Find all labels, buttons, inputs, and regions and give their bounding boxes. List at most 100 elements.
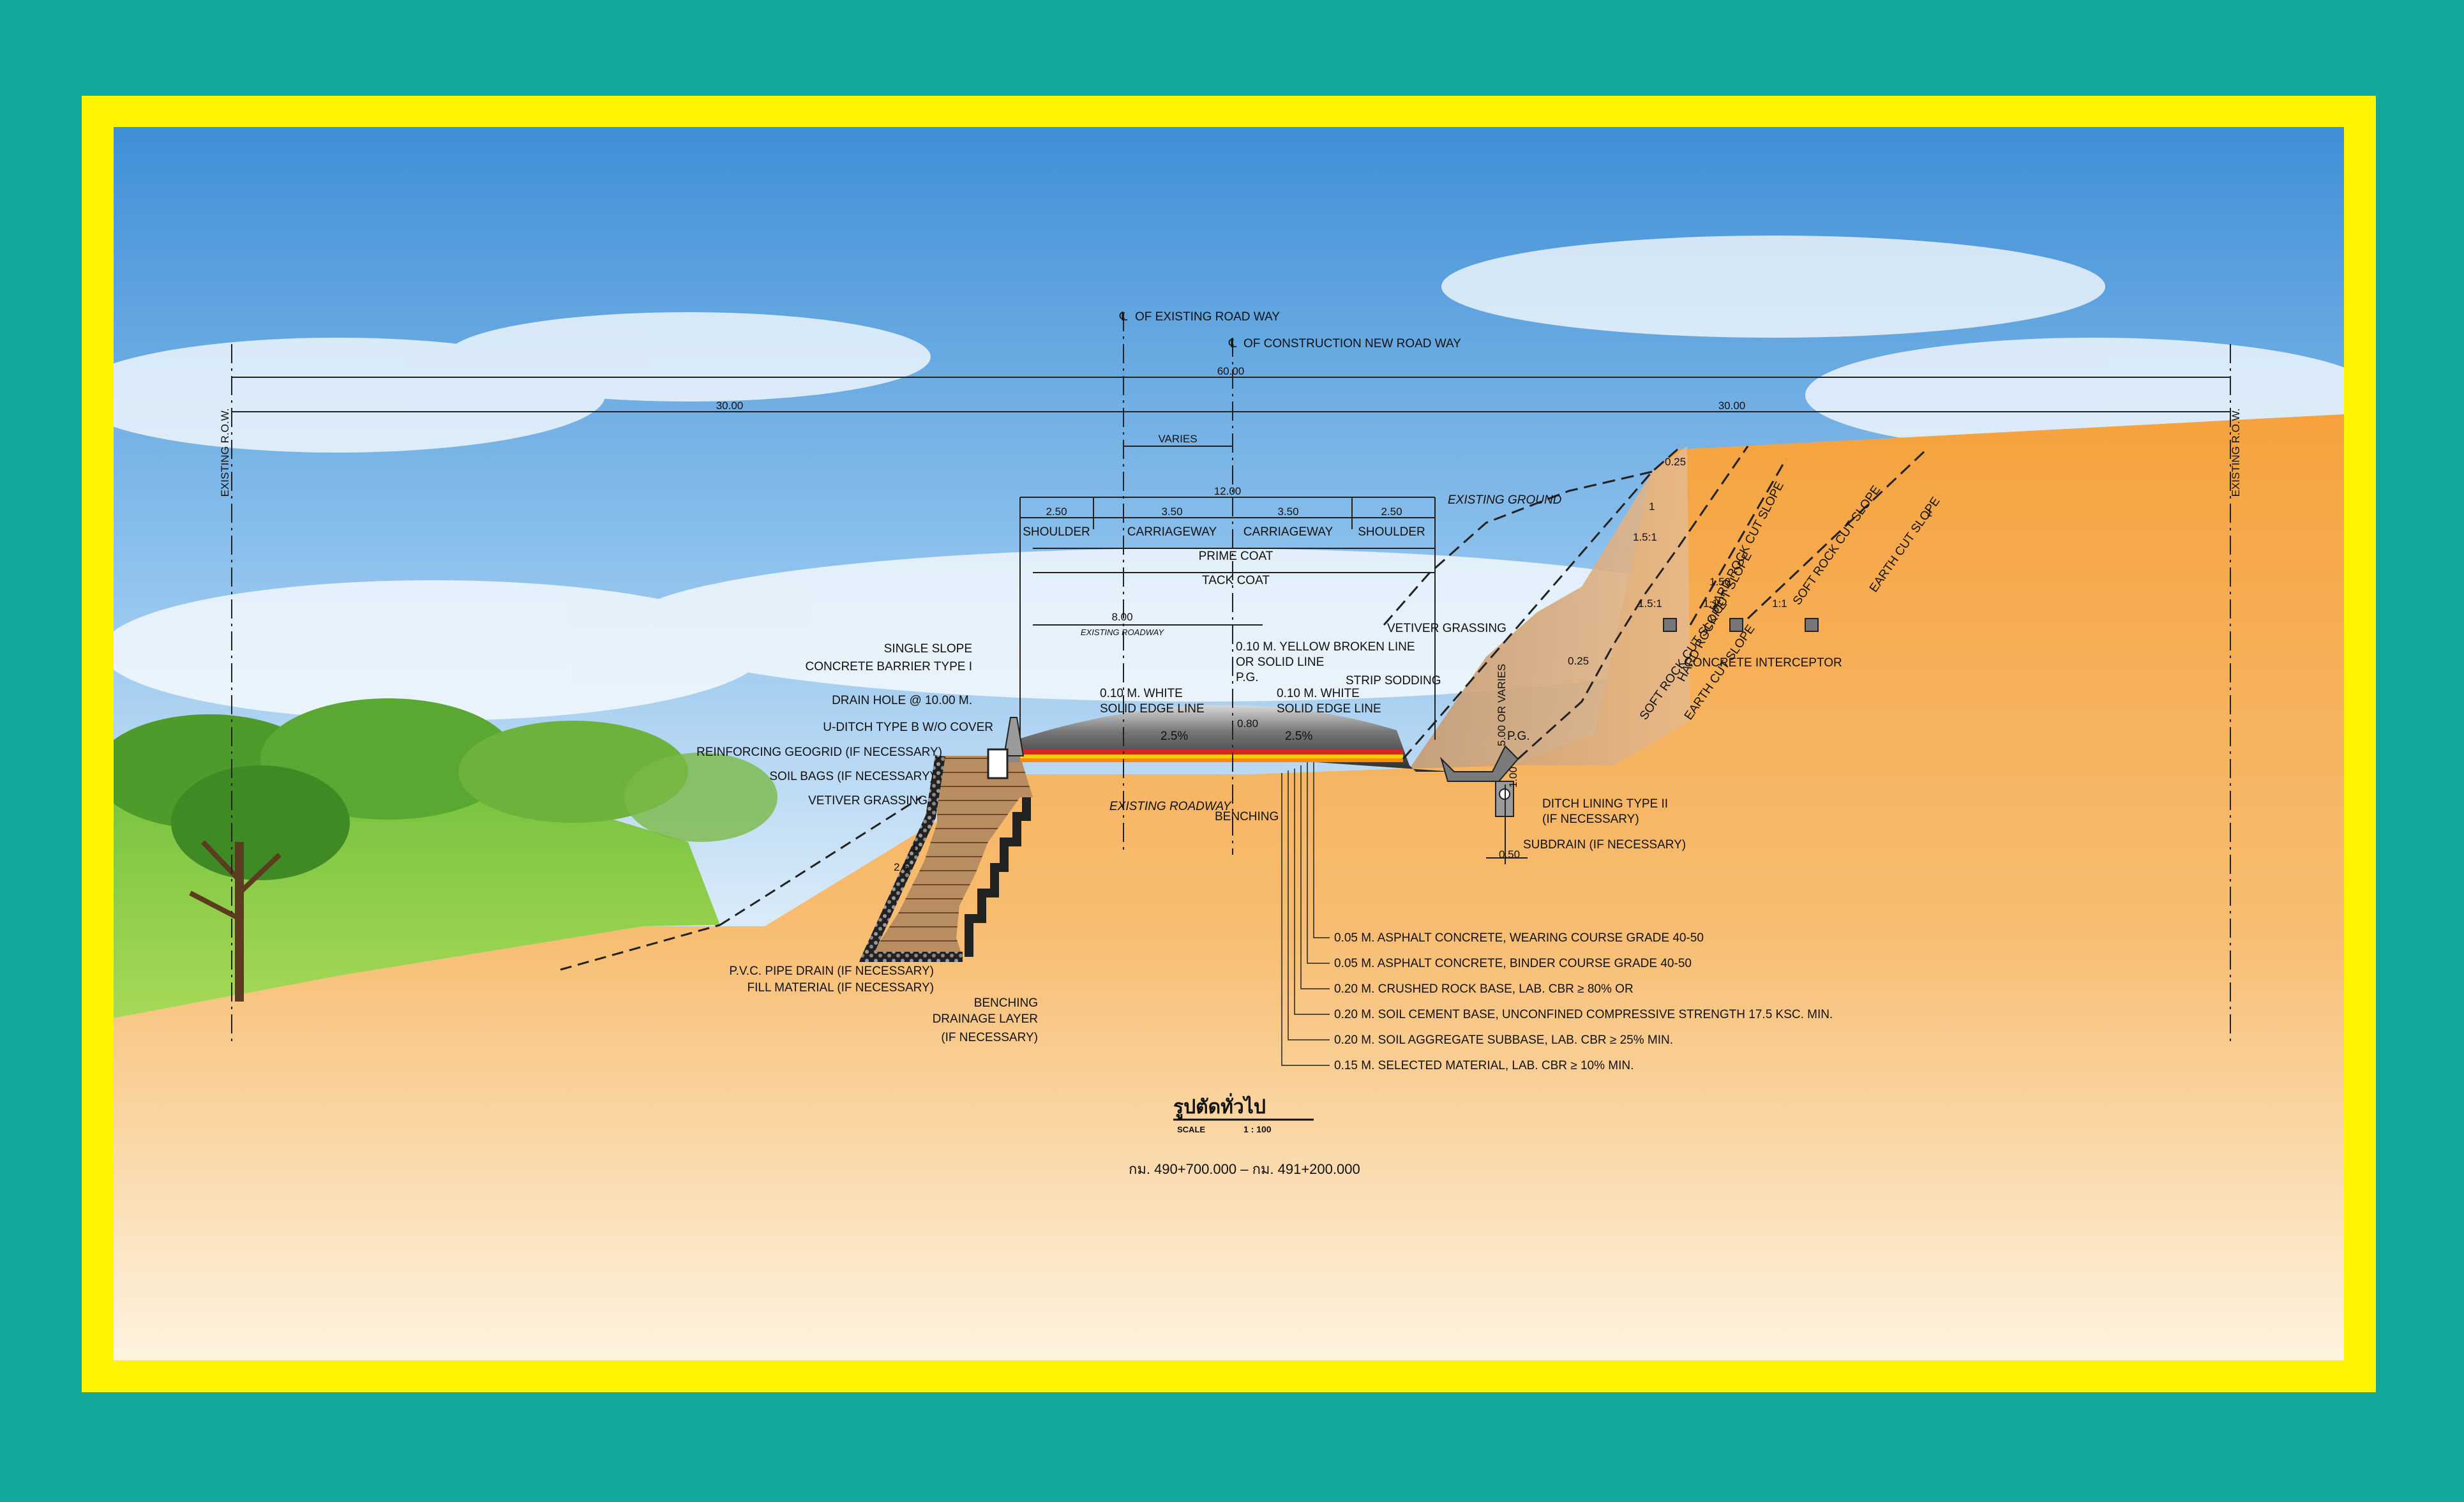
dim-total: 60.00 [1217,365,1245,377]
concrete-barrier [1003,717,1025,756]
drawing-panel: EXISTING R.O.W. EXISTING R.O.W. ℄ OF EXI… [114,127,2344,1360]
row-left-label: EXISTING R.O.W. [219,409,231,497]
section-carriageway-right: CARRIAGEWAY [1243,525,1333,539]
dim-shoulder-left: 2.50 [1046,506,1067,518]
cl-symbol-existing: ℄ [1119,310,1128,324]
label-interceptor: CONCRETE INTERCEPTOR [1684,656,1842,670]
fill-embankment [870,756,1033,957]
section-shoulder-right: SHOULDER [1358,525,1425,539]
ratio-one-a: 1 [1649,500,1655,513]
fill-ratio: 2.5 [894,861,909,873]
layer-leaders [1281,762,1330,1066]
dim-carriage-right: 3.50 [1277,506,1298,518]
rock-drain-layer [859,755,963,962]
label-pg-center: P.G. [1236,671,1259,684]
existing-ground-left [560,924,721,971]
dim-roadway-width: 12.00 [1214,485,1242,497]
layer-spec-6: 0.15 M. SELECTED MATERIAL, LAB. CBR ≥ 10… [1334,1059,1634,1072]
label-pvc: P.V.C. PIPE DRAIN (IF NECESSARY) [729,965,934,978]
dim-ditch-width: 0.50 [1499,848,1520,860]
label-barrier: CONCRETE BARRIER TYPE I [806,660,972,673]
label-strip-sodding: STRIP SODDING [1346,674,1441,687]
dim-varies: VARIES [1158,433,1197,445]
dim-shoulder-right: 2.50 [1381,506,1402,518]
label-drainage-2: (IF NECESSARY) [941,1031,1038,1044]
ground-earth [114,414,2344,1360]
wearing-course [1020,749,1403,755]
caption-station: กม. 490+700.000 – กม. 491+200.000 [1129,1161,1360,1177]
caption: รูปตัดทั่วไป SCALE 1 : 100 กม. 490+700.0… [1129,1093,1360,1177]
dimension-lines [232,377,2230,864]
dim-offset: 0.80 [1237,717,1258,730]
cl-existing-label: OF EXISTING ROAD WAY [1135,310,1280,324]
caption-scale-value: 1 : 100 [1243,1124,1272,1134]
ditch-lining [1439,745,1519,782]
label-white-left-1: 0.10 M. WHITE [1100,687,1183,700]
label-fill-material: FILL MATERIAL (IF NECESSARY) [747,981,934,995]
label-benching-center: BENCHING [1215,810,1279,823]
base-course [1020,758,1403,762]
layer-spec-3: 0.20 M. CRUSHED ROCK BASE, LAB. CBR ≥ 80… [1334,982,1634,996]
dim-top-height: 0.25 [1665,456,1686,468]
label-white-right-2: SOLID EDGE LINE [1277,702,1381,716]
dim-mid-height: 0.25 [1568,655,1589,667]
u-ditch [987,748,1009,779]
label-vetiver-left: VETIVER GRASSING [808,794,928,807]
ratio-15-2: 1.5:1 [1638,597,1662,610]
dim-berm-width: 1.50 [1709,576,1731,588]
fill-ratio-one: 1 [912,842,917,854]
layer-specs: 0.05 M. ASPHALT CONCRETE, WEARING COURSE… [1334,931,1833,1072]
dim-carriage-left: 3.50 [1161,506,1182,518]
dim-ditch-height: 1.00 [1507,767,1519,788]
label-existing-ground: EXISTING GROUND [1448,493,1562,507]
label-white-right-1: 0.10 M. WHITE [1277,687,1360,700]
interceptors [1663,618,1819,632]
fill-slope-line [719,796,922,926]
label-geogrid: REINFORCING GEOGRID (IF NECESSARY) [696,746,942,759]
row-right-label: EXISTING R.O.W. [2230,409,2242,497]
label-soil-bags: SOIL BAGS (IF NECESSARY) [769,770,934,783]
center-labels: 0.10 M. WHITE SOLID EDGE LINE 0.10 M. YE… [1100,640,1415,823]
ratio-1-1: 1:1 [1703,597,1718,610]
layer-spec-4: 0.20 M. SOIL CEMENT BASE, UNCONFINED COM… [1334,1008,1833,1021]
cl-construction-label: OF CONSTRUCTION NEW ROAD WAY [1243,337,1461,350]
dim-left-half: 30.00 [716,400,744,412]
dim-existing-roadway-width: 8.00 [1111,611,1132,623]
cut-slope-lines [1383,446,1928,760]
slope-right: 2.5% [1285,730,1312,743]
label-drain-hole: DRAIN HOLE @ 10.00 M. [832,694,972,707]
ratio-one-b: 1 [1927,507,1932,519]
existing-roadway-label: EXISTING ROADWAY [1109,800,1232,813]
caption-scale-label: SCALE [1177,1125,1205,1134]
label-white-left-2: SOLID EDGE LINE [1100,702,1205,716]
centerlines [1123,312,1233,855]
dim-right-half: 30.00 [1718,400,1746,412]
section-carriageway-left: CARRIAGEWAY [1127,525,1217,539]
label-single-slope: SINGLE SLOPE [884,642,972,656]
existing-roadway-small: EXISTING ROADWAY [1081,627,1165,637]
prime-coat-label: PRIME COAT [1199,550,1273,563]
label-yellow-2: OR SOLID LINE [1236,656,1324,669]
benching-steps [965,797,1031,957]
cl-symbol-construction: ℄ [1228,337,1237,350]
label-u-ditch: U-DITCH TYPE B W/O COVER [823,721,993,734]
layer-spec-2: 0.05 M. ASPHALT CONCRETE, BINDER COURSE … [1334,957,1692,970]
ratio-1-2: 1:1 [1772,597,1787,610]
layer-spec-5: 0.20 M. SOIL AGGREGATE SUBBASE, LAB. CBR… [1334,1033,1673,1047]
slope-left: 2.5% [1161,730,1188,743]
trees [114,698,778,1002]
caption-title: รูปตัดทั่วไป [1173,1093,1266,1119]
label-pg-right: P.G. [1507,730,1530,743]
dim-cut-height: 5.00 OR VARIES [1496,664,1508,746]
tack-coat-label: TACK COAT [1202,574,1270,587]
cut-face [1409,446,1690,769]
label-benching-left: BENCHING [974,996,1038,1010]
label-ditch-lining-1: DITCH LINING TYPE II [1542,797,1668,811]
label-subdrain: SUBDRAIN (IF NECESSARY) [1523,838,1686,852]
section-shoulder-left: SHOULDER [1023,525,1090,539]
label-vetiver-right: VETIVER GRASSING [1387,622,1506,635]
label-yellow-1: 0.10 M. YELLOW BROKEN LINE [1236,640,1415,654]
left-labels: SINGLE SLOPE CONCRETE BARRIER TYPE I DRA… [696,642,1038,1044]
ratio-15-1: 1.5:1 [1633,531,1657,543]
label-ditch-lining-2: (IF NECESSARY) [1542,813,1639,826]
